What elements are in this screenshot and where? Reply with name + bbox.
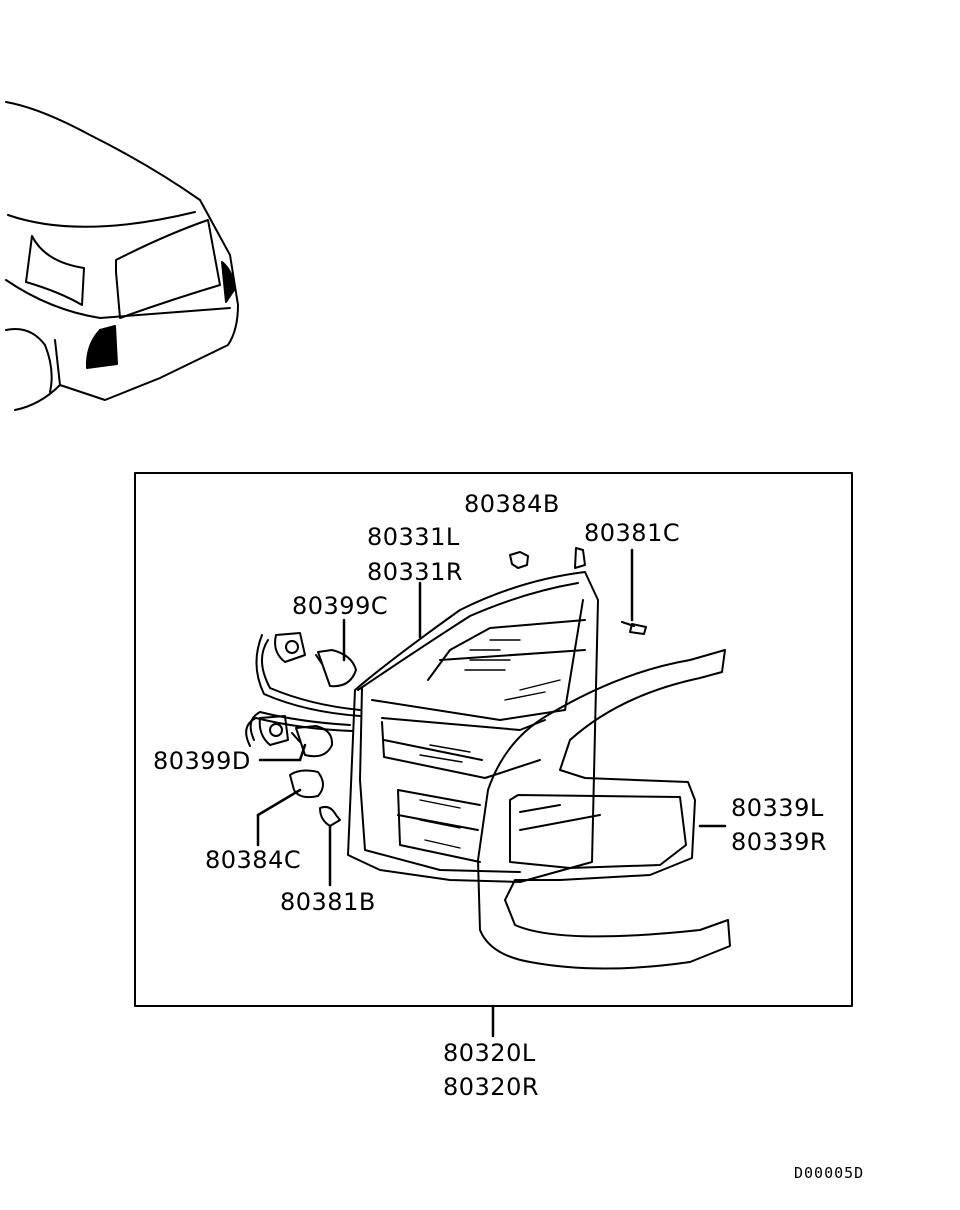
bezel-icon bbox=[477, 649, 731, 970]
part-label-80320l: 80320L bbox=[443, 1039, 536, 1067]
part-label-80384b: 80384B bbox=[464, 490, 560, 518]
harness-icon bbox=[245, 634, 361, 747]
socket-icon bbox=[258, 632, 306, 746]
leader-lines bbox=[256, 548, 727, 1038]
part-label-80331r: 80331R bbox=[367, 558, 464, 586]
part-label-80399c: 80399C bbox=[292, 592, 389, 620]
diagram-code: D00005D bbox=[794, 1164, 865, 1182]
part-label-80320r: 80320R bbox=[443, 1073, 540, 1101]
part-label-80384c: 80384C bbox=[205, 846, 302, 874]
part-label-80381c: 80381C bbox=[584, 519, 681, 547]
part-label-80339r: 80339R bbox=[731, 828, 828, 856]
lamp-icon bbox=[347, 547, 599, 883]
part-label-80399d: 80399D bbox=[153, 747, 251, 775]
part-label-80339l: 80339L bbox=[731, 794, 824, 822]
part-label-80381b: 80381B bbox=[280, 888, 376, 916]
part-label-80331l: 80331L bbox=[367, 523, 460, 551]
screw-icon bbox=[621, 621, 647, 635]
clip-icon bbox=[509, 551, 529, 569]
vehicle-icon bbox=[5, 101, 239, 411]
bulb-icon bbox=[289, 649, 357, 827]
assembly-frame bbox=[134, 472, 853, 1007]
